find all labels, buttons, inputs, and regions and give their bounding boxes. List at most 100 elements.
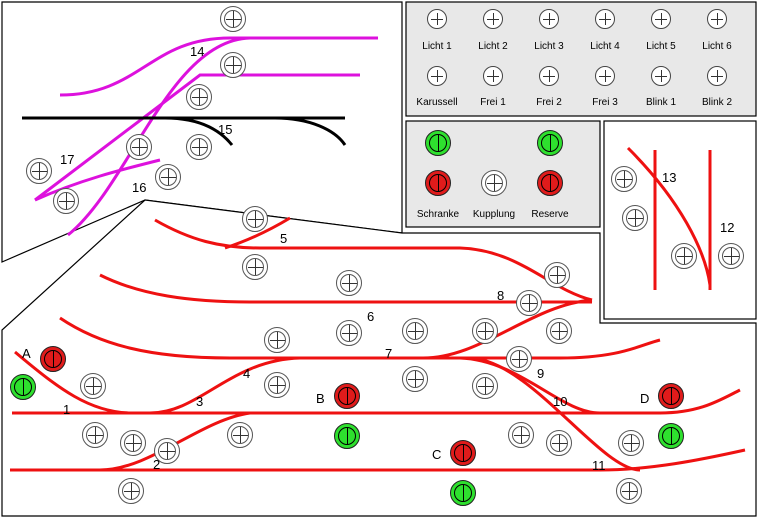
switch-button[interactable] (506, 346, 532, 372)
light-label: Licht 1 (422, 41, 452, 52)
switch-button[interactable] (546, 318, 572, 344)
switch-number-14: 14 (190, 44, 205, 59)
switch-button[interactable] (186, 84, 212, 110)
switch-button[interactable] (544, 262, 570, 288)
signal-b-green[interactable] (334, 423, 360, 449)
switch-button[interactable] (155, 164, 181, 190)
light-label: Licht 5 (646, 41, 676, 52)
switch-number-17: 17 (60, 152, 75, 167)
light-button-blink-2[interactable] (707, 66, 727, 86)
light-button-frei-3[interactable] (595, 66, 615, 86)
switch-number-13: 13 (662, 170, 677, 185)
right-panel-tracks (626, 146, 712, 290)
switch-button[interactable] (26, 158, 52, 184)
switch-button[interactable] (622, 205, 648, 231)
signal-letter-b: B (316, 391, 325, 406)
switch-button[interactable] (118, 478, 144, 504)
signal-letter-d: D (640, 391, 650, 406)
switch-number-3: 3 (196, 394, 204, 409)
light-button-karussell[interactable] (427, 66, 447, 86)
switch-number-15: 15 (218, 122, 233, 137)
green-signal-button[interactable] (537, 130, 563, 156)
reserve-button[interactable] (537, 170, 563, 196)
switch-button[interactable] (220, 6, 246, 32)
reserve-label: Reserve (531, 209, 569, 220)
switch-button[interactable] (508, 422, 534, 448)
switch-number-4: 4 (243, 366, 251, 381)
light-label: Frei 2 (536, 97, 562, 108)
switch-button[interactable] (80, 373, 106, 399)
switch-button[interactable] (472, 318, 498, 344)
switch-number-1: 1 (63, 402, 71, 417)
green-signal-button[interactable] (425, 130, 451, 156)
light-label: Frei 1 (480, 97, 506, 108)
switch-button[interactable] (264, 372, 290, 398)
switch-button[interactable] (220, 52, 246, 78)
signal-c-red[interactable] (450, 440, 476, 466)
switch-button[interactable] (472, 373, 498, 399)
switch-button[interactable] (336, 270, 362, 296)
switch-button[interactable] (402, 318, 428, 344)
light-label: Licht 4 (590, 41, 620, 52)
light-button-licht-2[interactable] (483, 9, 503, 29)
light-button-frei-2[interactable] (539, 66, 559, 86)
light-label: Blink 1 (645, 97, 676, 108)
switch-number-8: 8 (497, 288, 505, 303)
kupplung-label: Kupplung (472, 209, 516, 220)
light-label: Licht 2 (478, 41, 508, 52)
switch-button[interactable] (154, 438, 180, 464)
schranke-button[interactable] (425, 170, 451, 196)
switch-button[interactable] (227, 422, 253, 448)
switch-number-11: 11 (592, 458, 606, 473)
switch-button[interactable] (611, 166, 637, 192)
switch-button[interactable] (120, 430, 146, 456)
switch-button[interactable] (82, 422, 108, 448)
upper-yard-black-tracks (22, 116, 347, 146)
signal-c-green[interactable] (450, 480, 476, 506)
switch-number-5: 5 (280, 231, 288, 246)
switch-button[interactable] (242, 206, 268, 232)
light-button-licht-6[interactable] (707, 9, 727, 29)
light-button-licht-1[interactable] (427, 9, 447, 29)
switch-number-12: 12 (720, 220, 735, 235)
switch-number-9: 9 (537, 366, 545, 381)
switch-button[interactable] (402, 366, 428, 392)
switch-number-16: 16 (132, 180, 147, 195)
switch-button[interactable] (186, 134, 212, 160)
main-layout-tracks (10, 216, 746, 472)
light-button-licht-4[interactable] (595, 9, 615, 29)
switch-button[interactable] (718, 243, 744, 269)
signal-d-red[interactable] (658, 383, 684, 409)
light-label: Licht 6 (702, 41, 732, 52)
switch-button[interactable] (242, 254, 268, 280)
switch-number-6: 6 (367, 309, 375, 324)
switch-button[interactable] (618, 430, 644, 456)
switch-button[interactable] (336, 320, 362, 346)
signal-a-green[interactable] (10, 374, 36, 400)
light-button-frei-1[interactable] (483, 66, 503, 86)
light-button-blink-1[interactable] (651, 66, 671, 86)
light-label: Karussell (416, 97, 458, 108)
signal-d-green[interactable] (658, 423, 684, 449)
signal-letter-a: A (22, 346, 31, 361)
switch-number-2: 2 (153, 457, 161, 472)
light-button-licht-5[interactable] (651, 9, 671, 29)
switch-button[interactable] (53, 188, 79, 214)
signal-b-red[interactable] (334, 383, 360, 409)
lights-panel-frame (405, 1, 757, 117)
switch-button[interactable] (516, 290, 542, 316)
light-label: Licht 3 (534, 41, 564, 52)
light-label: Frei 3 (592, 97, 618, 108)
switch-button[interactable] (546, 430, 572, 456)
switch-button[interactable] (671, 243, 697, 269)
schranke-label: Schranke (416, 209, 460, 220)
signal-letter-c: C (432, 447, 442, 462)
light-label: Blink 2 (701, 97, 732, 108)
switch-button[interactable] (616, 478, 642, 504)
switch-button[interactable] (264, 327, 290, 353)
switch-button[interactable] (126, 134, 152, 160)
signal-a-red[interactable] (40, 346, 66, 372)
light-button-licht-3[interactable] (539, 9, 559, 29)
kupplung-button[interactable] (481, 170, 507, 196)
